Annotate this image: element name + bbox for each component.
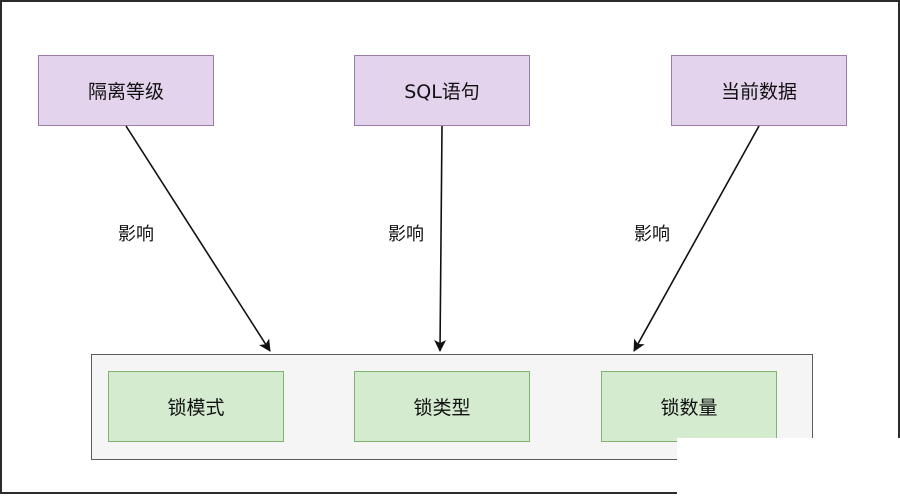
factor-sql-statement: SQL语句 (354, 55, 530, 126)
edge-label-sql: 影响 (388, 224, 424, 245)
result-lock-type-label: 锁类型 (413, 397, 471, 419)
factor-current-data: 当前数据 (671, 55, 847, 126)
edge-label-isolation: 影响 (118, 224, 154, 245)
factor-isolation-level: 隔离等级 (38, 55, 214, 126)
result-lock-mode-label: 锁模式 (167, 397, 225, 419)
arrow-isolation-to-locks (125, 125, 271, 352)
result-lock-count: 锁数量 (601, 371, 777, 442)
corner-mask (677, 438, 900, 496)
factor-sql-statement-label: SQL语句 (404, 81, 480, 103)
factor-isolation-level-label: 隔离等级 (87, 81, 164, 103)
edge-label-data: 影响 (634, 224, 670, 245)
factor-current-data-label: 当前数据 (720, 81, 797, 103)
result-lock-mode: 锁模式 (108, 371, 284, 442)
arrow-sql-to-locks (434, 125, 447, 352)
result-lock-type: 锁类型 (354, 371, 530, 442)
result-lock-count-label: 锁数量 (660, 397, 718, 419)
arrow-data-to-locks (633, 125, 760, 352)
